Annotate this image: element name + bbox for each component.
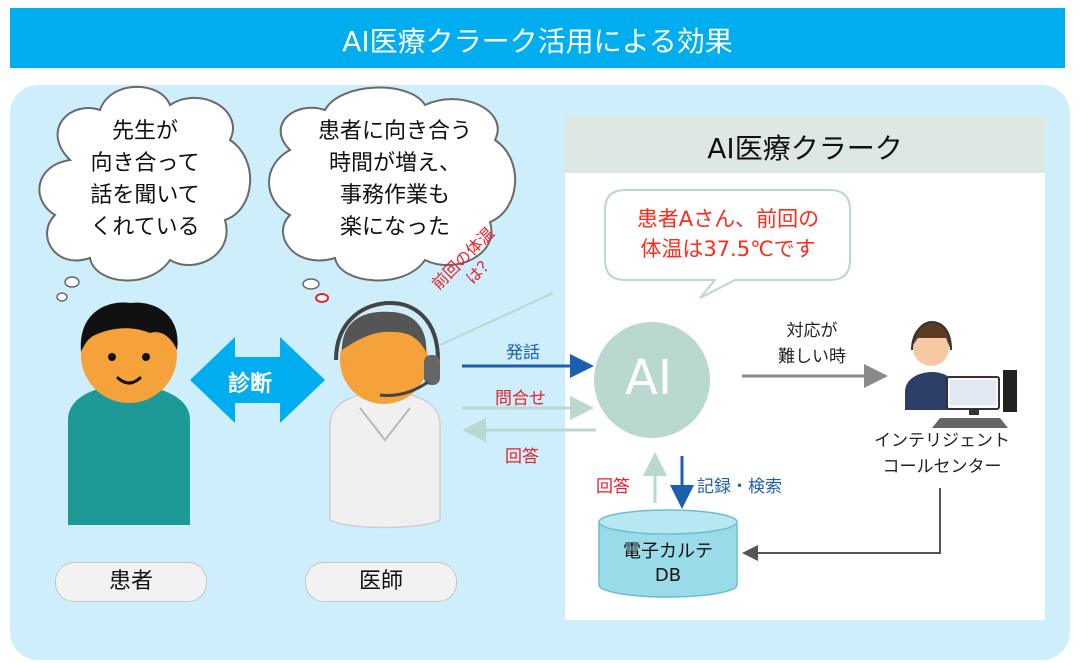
- ai-speech-text: 患者Aさん、前回の 体温は37.5℃です: [608, 204, 848, 264]
- call-center-line: コールセンター: [882, 457, 1002, 477]
- ehr-database: [598, 509, 738, 598]
- diagonal-line: [439, 292, 554, 346]
- patient-thought-text: 先生が 向き合って 話を聞いて くれている: [75, 116, 215, 244]
- answer-to-doctor-label: 回答: [505, 447, 539, 467]
- patient-label: 患者: [55, 562, 207, 602]
- answer-from-db-label: 回答: [596, 477, 630, 497]
- doctor-thought-line: 患者に向き合う: [317, 119, 472, 144]
- hard-case-label: 対応が 難しい時: [770, 318, 854, 370]
- speak-label: 発話: [506, 343, 540, 363]
- diagnosis-double-arrow: [190, 337, 325, 423]
- call-center-line: インテリジェント: [874, 431, 1010, 451]
- patient-thought-line: 話を聞いて: [90, 183, 200, 208]
- ai-circle: [594, 322, 710, 438]
- ai-clerk-panel-title: AI医療クラーク: [707, 132, 903, 165]
- call-center-label: インテリジェント コールセンター: [870, 428, 1014, 480]
- ai-speech-line: 体温は37.5℃です: [640, 237, 816, 261]
- doctor-thought-cloud: [268, 86, 517, 303]
- ai-label: AI: [625, 350, 672, 406]
- callcenter-to-db-arrow: [742, 488, 941, 561]
- inquiry-label: 問合せ: [495, 389, 546, 409]
- db-label: 電子カルテ DB: [605, 540, 731, 588]
- title-bar: AI医療クラーク活用による効果: [10, 8, 1065, 68]
- db-label-line: DB: [654, 565, 682, 586]
- ai-clerk-panel-header: AI医療クラーク: [565, 115, 1045, 173]
- patient-thought-line: くれている: [90, 215, 200, 240]
- diagnosis-label: 診断: [228, 372, 273, 397]
- doctor-label: 医師: [305, 562, 457, 602]
- hard-case-line: 難しい時: [778, 347, 846, 367]
- operator-figure: [905, 320, 1017, 428]
- doctor-figure: [329, 300, 441, 529]
- doctor-thought-line: 時間が増え、: [328, 151, 461, 176]
- db-label-line: 電子カルテ: [623, 541, 713, 562]
- ai-speech-line: 患者Aさん、前回の: [636, 207, 820, 231]
- record-search-label: 記録・検索: [697, 477, 782, 497]
- patient-figure: [68, 302, 190, 525]
- doctor-thought-line: 楽になった: [339, 215, 450, 240]
- page-title: AI医療クラーク活用による効果: [342, 25, 733, 58]
- hard-case-line: 対応が: [786, 321, 838, 341]
- patient-thought-cloud: [38, 85, 252, 302]
- ai-speech-bubble: [604, 189, 851, 299]
- patient-thought-line: 向き合って: [90, 151, 200, 176]
- doctor-thought-text: 患者に向き合う 時間が増え、 事務作業も 楽になった: [290, 116, 500, 244]
- doctor-thought-line: 事務作業も: [339, 183, 450, 208]
- patient-thought-line: 先生が: [111, 119, 178, 144]
